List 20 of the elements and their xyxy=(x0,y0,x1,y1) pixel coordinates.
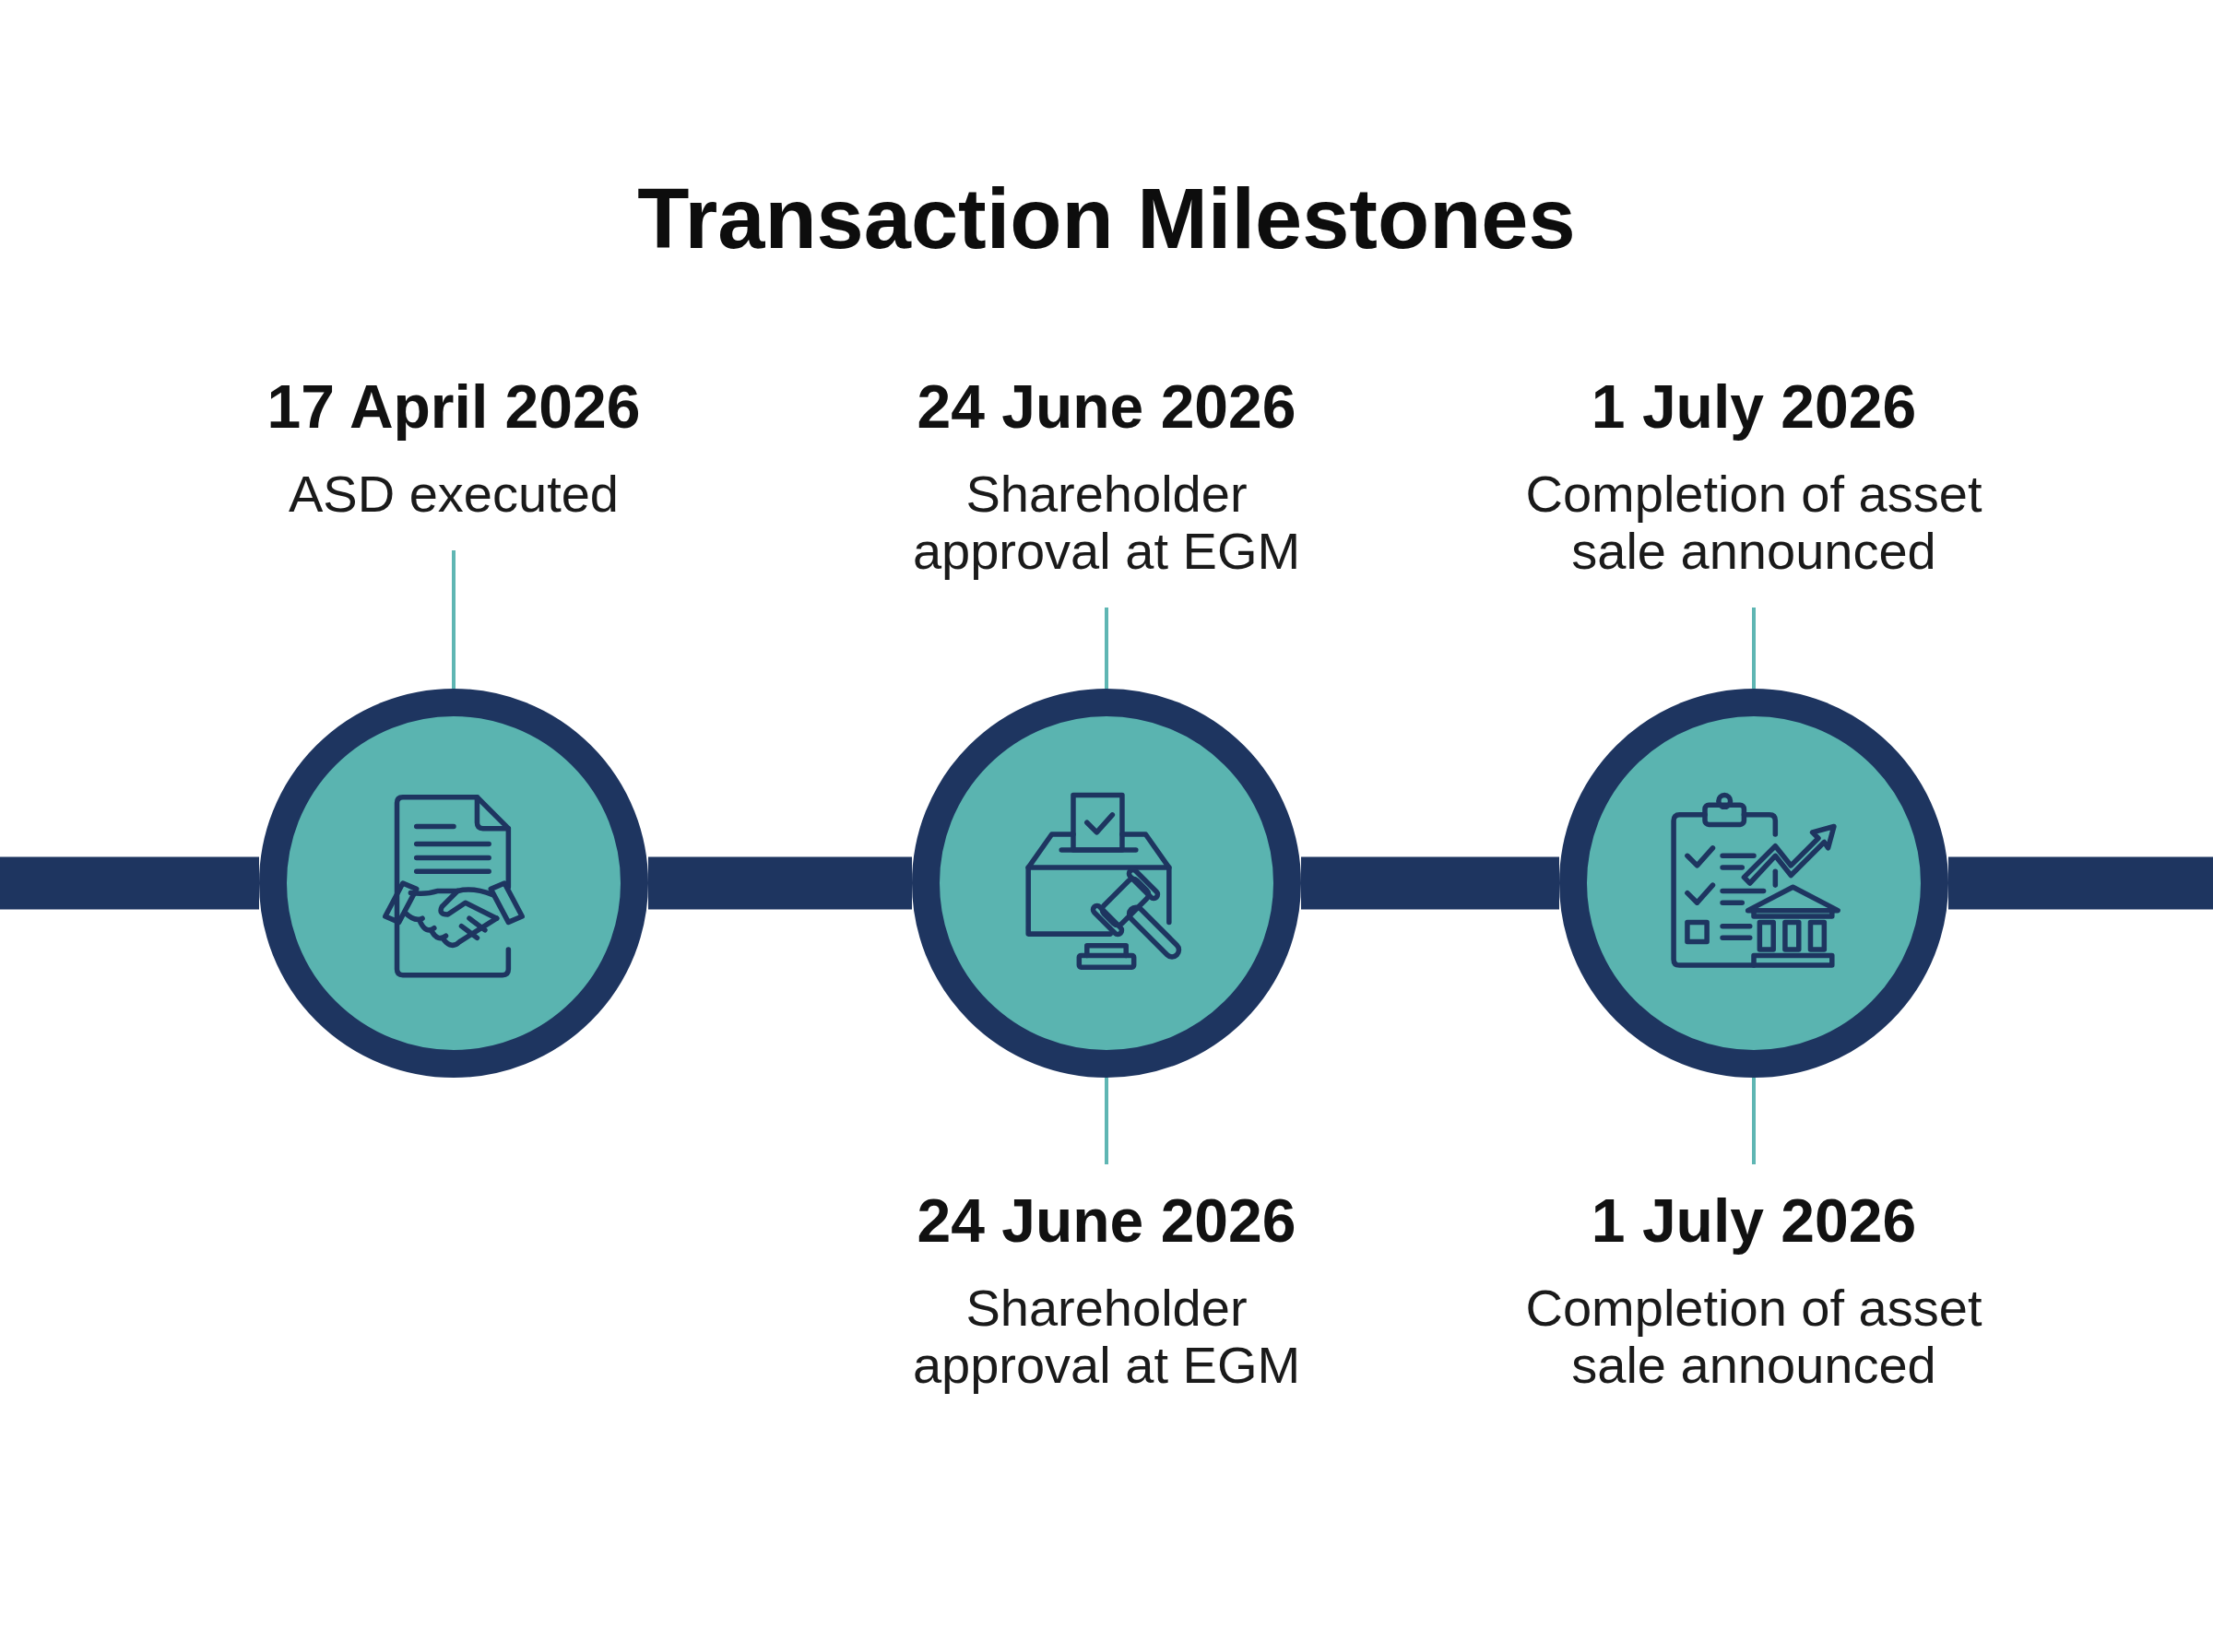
milestone-description: Shareholder approval at EGM xyxy=(911,466,1302,580)
milestone-description: Completion of asset sale announced xyxy=(1524,466,1983,580)
timeline-bar xyxy=(1948,856,2213,910)
milestone-date: 1 July 2026 xyxy=(1591,372,1917,442)
leader-line xyxy=(1105,1078,1108,1164)
leader-line xyxy=(1752,1078,1756,1164)
milestone-description: ASD executed xyxy=(289,466,619,523)
timeline-bar xyxy=(1301,856,1559,910)
milestone-description: Completion of asset sale announced xyxy=(1524,1280,1983,1394)
milestone-date: 17 April 2026 xyxy=(266,372,641,442)
milestone-date: 24 June 2026 xyxy=(917,1186,1296,1257)
leader-line xyxy=(452,550,456,689)
timeline-bar xyxy=(0,856,259,910)
milestone-date: 24 June 2026 xyxy=(917,372,1296,442)
leader-line xyxy=(1105,608,1108,689)
milestone-date: 1 July 2026 xyxy=(1591,1186,1917,1257)
milestone-description: Shareholder approval at EGM xyxy=(911,1280,1302,1394)
timeline-bar xyxy=(648,856,912,910)
title: Transaction Milestones xyxy=(637,171,1576,267)
leader-line xyxy=(1752,608,1756,689)
